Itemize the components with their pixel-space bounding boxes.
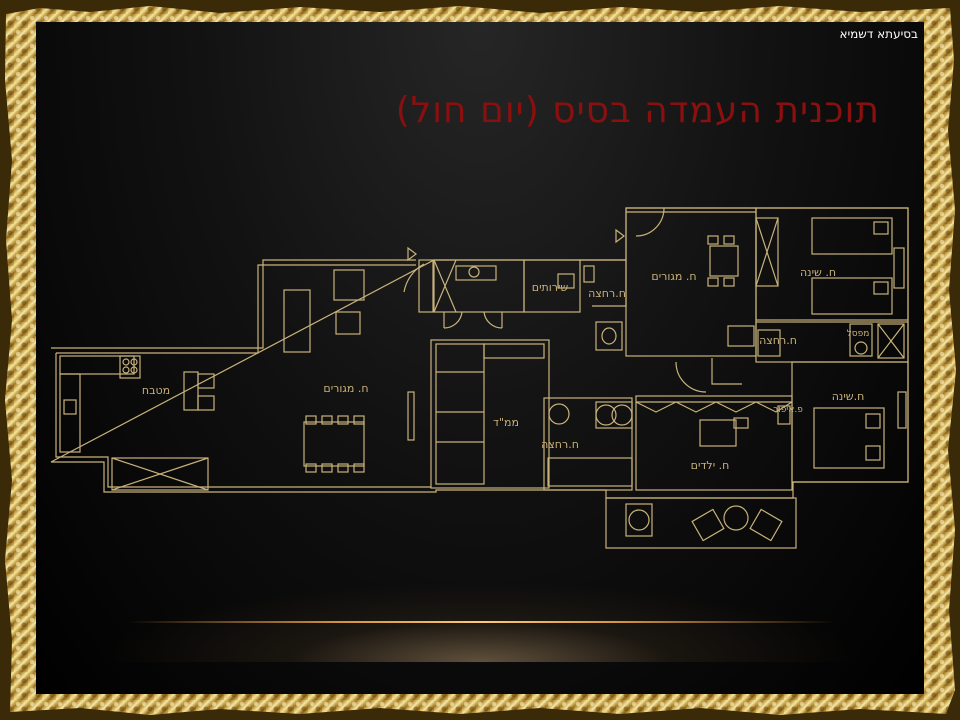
top-bedroom [755, 207, 909, 321]
balcony [605, 497, 797, 549]
label-bath-mid: ח.רחצה [541, 438, 579, 451]
label-living: ח. מגורים [323, 382, 368, 395]
dining-table [303, 421, 365, 467]
slide-canvas: בסיעתא דשמיא תוכנית העמדה בסיס (יום חול) [36, 22, 924, 694]
sunroom-box [111, 457, 209, 491]
label-mefalel: מפסל [847, 329, 870, 339]
label-wardrobe: פ.איפור [773, 405, 803, 415]
label-bath-top: ח.רחצה [588, 287, 626, 300]
floor-plan: מטבח ח. מגורים ח. מגורים ממ"ד ח. שינה ח.… [50, 207, 909, 549]
bottom-glow-line [126, 621, 836, 623]
toilet-room [523, 259, 581, 313]
label-bedroom-main: ח.שינה [832, 390, 865, 403]
mamad-walls [430, 339, 550, 489]
slide-title: תוכנית העמדה בסיס (יום חול) [395, 90, 880, 131]
label-living-top: ח. מגורים [651, 270, 696, 283]
label-kids: ח. ילדים [691, 459, 730, 472]
label-bedroom-top: ח. שינה [800, 266, 836, 279]
label-kitchen: מטבח [142, 384, 170, 397]
label-mamad: ממ"ד [493, 416, 519, 429]
label-services: שירותים [532, 281, 569, 294]
sofa [283, 289, 311, 353]
corner-text: בסיעתא דשמיא [839, 27, 918, 41]
label-bath-parents: ח.רחצה [759, 334, 797, 347]
bath-hall [543, 397, 633, 491]
main-bedroom [791, 361, 909, 483]
